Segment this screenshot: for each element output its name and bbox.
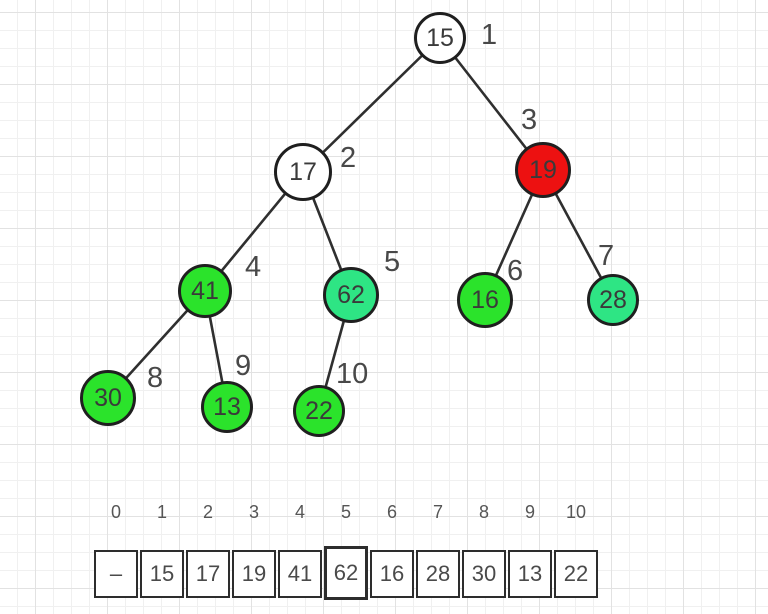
array-cell-6: 16 bbox=[370, 550, 414, 598]
array-cell-8: 30 bbox=[462, 550, 506, 598]
position-label-9: 9 bbox=[235, 350, 252, 382]
tree-node-28: 28 bbox=[587, 274, 639, 326]
array-index-label: 6 bbox=[386, 502, 397, 522]
array-cell-5-highlighted: 62 bbox=[324, 546, 368, 600]
tree-edge bbox=[301, 36, 442, 174]
array-cell-3: 19 bbox=[232, 550, 276, 598]
array-index-label: 0 bbox=[110, 502, 121, 522]
array-index-label: 8 bbox=[478, 502, 489, 522]
array-index-label: 4 bbox=[294, 502, 305, 522]
array-index-label: 10 bbox=[565, 502, 587, 522]
array-index-label: 5 bbox=[340, 502, 351, 522]
position-label-3: 3 bbox=[521, 104, 538, 136]
tree-node-17: 17 bbox=[274, 143, 332, 201]
tree-node-16: 16 bbox=[457, 272, 513, 328]
array-cell-2: 17 bbox=[186, 550, 230, 598]
array-index-label: 2 bbox=[202, 502, 213, 522]
array-index-label: 3 bbox=[248, 502, 259, 522]
tree-node-13: 13 bbox=[201, 381, 253, 433]
array-cell-0: – bbox=[94, 550, 138, 598]
position-label-10: 10 bbox=[336, 358, 369, 390]
tree-node-19: 19 bbox=[515, 142, 571, 198]
tree-node-15: 15 bbox=[414, 12, 466, 64]
array-cell-4: 41 bbox=[278, 550, 322, 598]
tree-node-30: 30 bbox=[80, 370, 136, 426]
tree-node-22: 22 bbox=[293, 385, 345, 437]
array-index-label: 1 bbox=[156, 502, 167, 522]
array-cell-row: – 15 17 19 41 62 16 28 30 13 22 bbox=[94, 546, 598, 600]
tree-node-62: 62 bbox=[323, 267, 379, 323]
array-cell-9: 13 bbox=[508, 550, 552, 598]
position-label-2: 2 bbox=[340, 142, 357, 174]
position-label-4: 4 bbox=[245, 251, 262, 283]
tree-node-41: 41 bbox=[178, 264, 232, 318]
array-cell-10: 22 bbox=[554, 550, 598, 598]
position-label-8: 8 bbox=[147, 362, 164, 394]
position-label-1: 1 bbox=[481, 19, 498, 51]
position-label-6: 6 bbox=[507, 255, 524, 287]
array-cell-1: 15 bbox=[140, 550, 184, 598]
position-label-7: 7 bbox=[598, 240, 615, 272]
position-label-5: 5 bbox=[384, 246, 401, 278]
array-index-label: 7 bbox=[432, 502, 443, 522]
array-cell-7: 28 bbox=[416, 550, 460, 598]
array-index-label: 9 bbox=[524, 502, 535, 522]
array-index-row: 0 1 2 3 4 5 6 7 8 9 10 bbox=[94, 503, 598, 521]
